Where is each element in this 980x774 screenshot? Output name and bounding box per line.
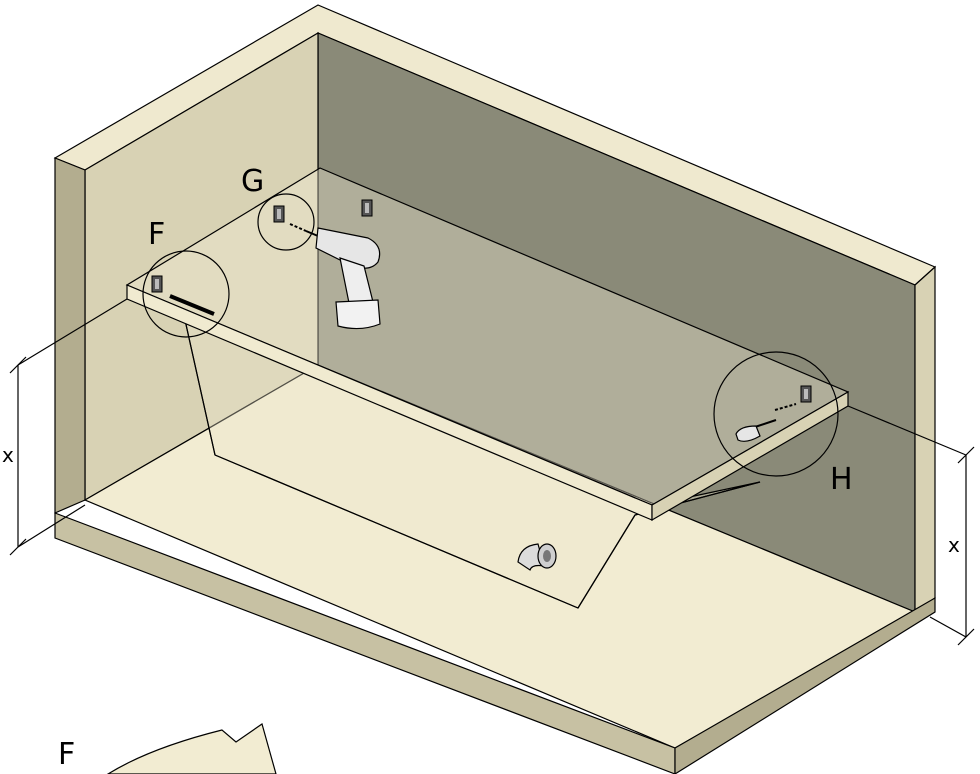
wall-bracket-icon xyxy=(800,385,812,403)
detail-view-f-fragment xyxy=(106,723,277,774)
screw-icon xyxy=(774,403,797,411)
detail-circle-g xyxy=(257,193,315,251)
detail-label-g: G xyxy=(241,164,264,199)
elbow-pipe-icon xyxy=(517,543,557,571)
detail-circle-f xyxy=(142,250,230,338)
floor-front-edge xyxy=(54,512,676,774)
right-dimension-label: x xyxy=(948,533,960,557)
wall-bracket-icon xyxy=(361,199,373,217)
drill-icon xyxy=(305,227,381,330)
screwdriver-icon xyxy=(735,419,777,442)
left-dimension-label: x xyxy=(2,443,14,467)
detail-circle-h xyxy=(713,351,839,477)
detail-label-f: F xyxy=(148,217,165,252)
detail-label-h: H xyxy=(830,462,853,497)
left-wall-edge xyxy=(54,157,86,514)
right-wall-edge xyxy=(914,265,936,614)
detail-view-label-f: F xyxy=(58,737,75,772)
floor-right-edge xyxy=(674,596,936,774)
screw-icon xyxy=(289,223,307,232)
wall-bracket-icon xyxy=(273,205,285,223)
level-bar xyxy=(169,294,215,316)
wall-bracket-icon xyxy=(151,275,163,293)
